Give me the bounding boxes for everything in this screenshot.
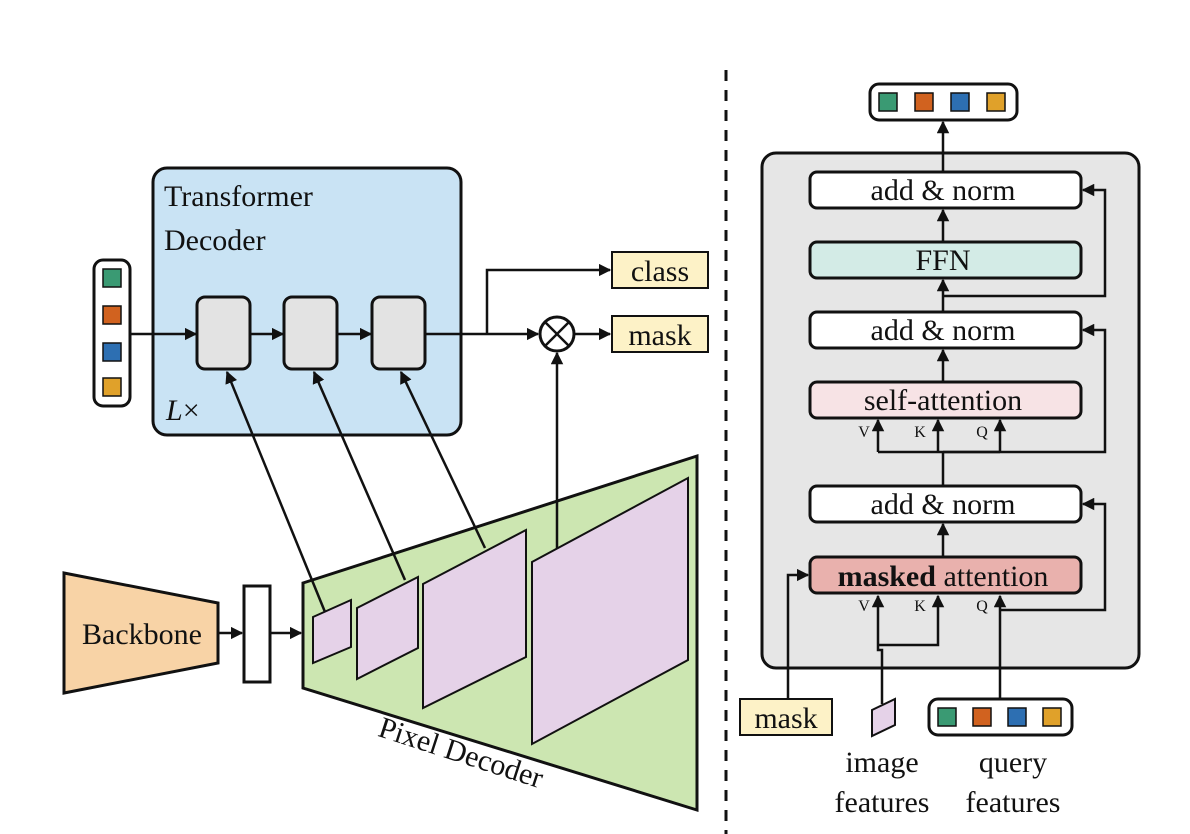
bottom-swatch-blue — [1007, 707, 1027, 727]
top-swatch-orange — [914, 92, 934, 112]
feature1-to-block1-arrow — [225, 370, 327, 613]
self-attn-k-label: K — [914, 424, 926, 441]
class-output-box — [611, 251, 709, 289]
self-attn-q-label: Q — [976, 424, 988, 441]
query-swatch-orange — [102, 305, 122, 325]
query-stack-left — [92, 258, 132, 408]
mask-output-label: mask — [628, 319, 691, 352]
masked-attn-v-label: V — [858, 598, 870, 615]
mask-output-box — [611, 315, 709, 353]
residual-selfattn-arrow — [943, 323, 1107, 454]
multiply-icon — [538, 315, 576, 353]
feature-map-3 — [422, 528, 527, 710]
masked-attention-box — [808, 555, 1083, 595]
query-stack-bottom — [927, 697, 1074, 737]
query-features-label-line2: features — [966, 786, 1061, 819]
class-output-label: class — [631, 255, 689, 288]
backbone-feature-box — [242, 584, 272, 684]
transformer-decoder: Transformer Decoder L× — [151, 166, 463, 437]
add-norm-bottom-box — [808, 484, 1083, 524]
top-swatch-yellow — [986, 92, 1006, 112]
class-branch-arrow — [485, 263, 612, 334]
mask-to-maskedattn-arrow — [786, 568, 810, 699]
query-stack-top — [868, 82, 1019, 122]
query-swatch-blue — [102, 342, 122, 362]
bottom-swatch-green — [937, 707, 957, 727]
image-features-vk-path — [871, 594, 885, 704]
decoder-block-3 — [370, 295, 427, 371]
add-norm-top-label: add & norm — [871, 174, 1016, 207]
add-norm-mid-box — [808, 310, 1083, 350]
transformer-title-line2: Decoder — [164, 224, 266, 257]
feature-map-2 — [356, 575, 419, 681]
top-swatch-blue — [950, 92, 970, 112]
masked-attention-label: masked attention — [838, 560, 1049, 593]
bottom-swatch-yellow — [1042, 707, 1062, 727]
ffn-box — [808, 240, 1083, 280]
image-features-k-arrow — [878, 594, 945, 647]
masked-attn-k-label: K — [914, 598, 926, 615]
bottom-swatch-orange — [972, 707, 992, 727]
backbone-label: Backbone — [82, 618, 202, 651]
image-features-label-line1: image — [845, 746, 918, 779]
feature-map-4 — [531, 476, 689, 746]
pixel-decoder-feature-maps — [312, 476, 689, 746]
query-features-label-line1: query — [979, 746, 1047, 779]
top-swatch-green — [878, 92, 898, 112]
backbone-shape — [62, 571, 220, 695]
decoder-block-2 — [282, 295, 339, 371]
query-swatch-green — [102, 268, 122, 288]
ffn-label: FFN — [915, 244, 970, 277]
feature3-to-block3-arrow — [399, 370, 487, 549]
feature-map-1 — [312, 598, 352, 665]
feature2-to-block2-arrow — [312, 370, 407, 581]
add-norm-bottom-label: add & norm — [871, 488, 1016, 521]
self-attention-box — [808, 380, 1083, 420]
layers-label: L× — [165, 394, 200, 427]
mask-input-box — [739, 698, 833, 736]
masked-attn-q-label: Q — [976, 598, 988, 615]
self-attention-label: self-attention — [864, 384, 1022, 417]
residual-maskedattn-arrow — [1000, 497, 1107, 612]
image-features-icon — [871, 697, 896, 738]
residual-ffn-arrow — [943, 183, 1107, 298]
self-attn-v-label: V — [858, 424, 870, 441]
transformer-title-line1: Transformer — [164, 180, 313, 213]
mask-input-label: mask — [754, 702, 817, 735]
query-swatch-yellow — [102, 377, 122, 397]
add-norm-mid-label: add & norm — [871, 314, 1016, 347]
image-features-label-line2: features — [835, 786, 930, 819]
add-norm-top-box — [808, 170, 1083, 210]
decoder-block-1 — [195, 295, 252, 371]
